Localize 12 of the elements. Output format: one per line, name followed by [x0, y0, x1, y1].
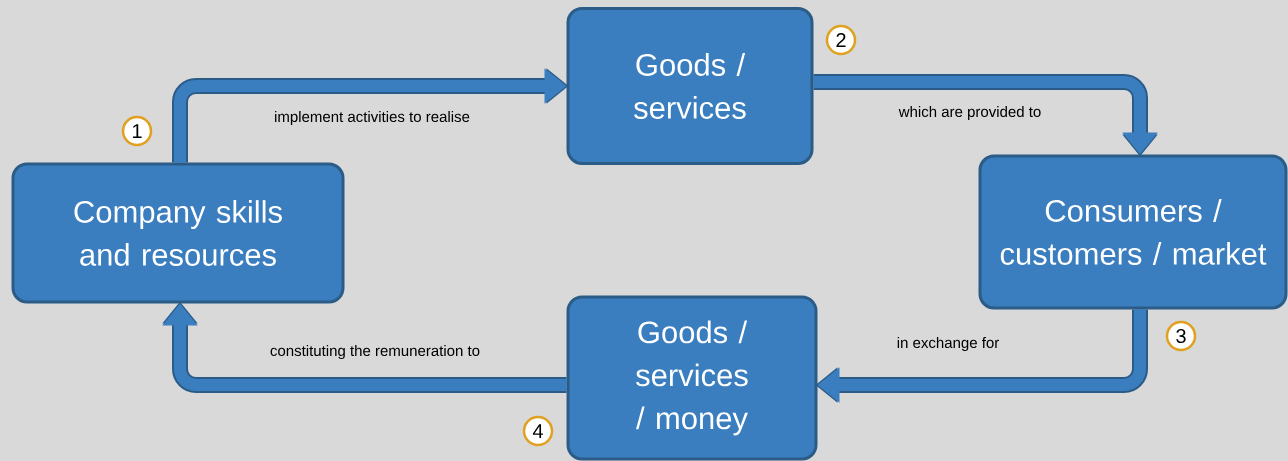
callout-number: 3 — [1165, 320, 1197, 352]
process-box: Consumers / customers / market — [978, 154, 1288, 310]
edge-label: implement activities to realise — [272, 109, 472, 127]
edge-label: constituting the remuneration to — [267, 343, 483, 361]
callout-number: 2 — [825, 24, 857, 56]
edge-label: which are provided to — [896, 104, 1044, 122]
process-box: Company skills and resources — [11, 162, 345, 304]
process-box: Goods / services / money — [566, 295, 818, 461]
callout-number: 4 — [522, 415, 554, 447]
edge-label: in exchange for — [894, 335, 1002, 353]
process-box: Goods / services — [566, 7, 814, 165]
callout-number: 1 — [121, 115, 153, 147]
